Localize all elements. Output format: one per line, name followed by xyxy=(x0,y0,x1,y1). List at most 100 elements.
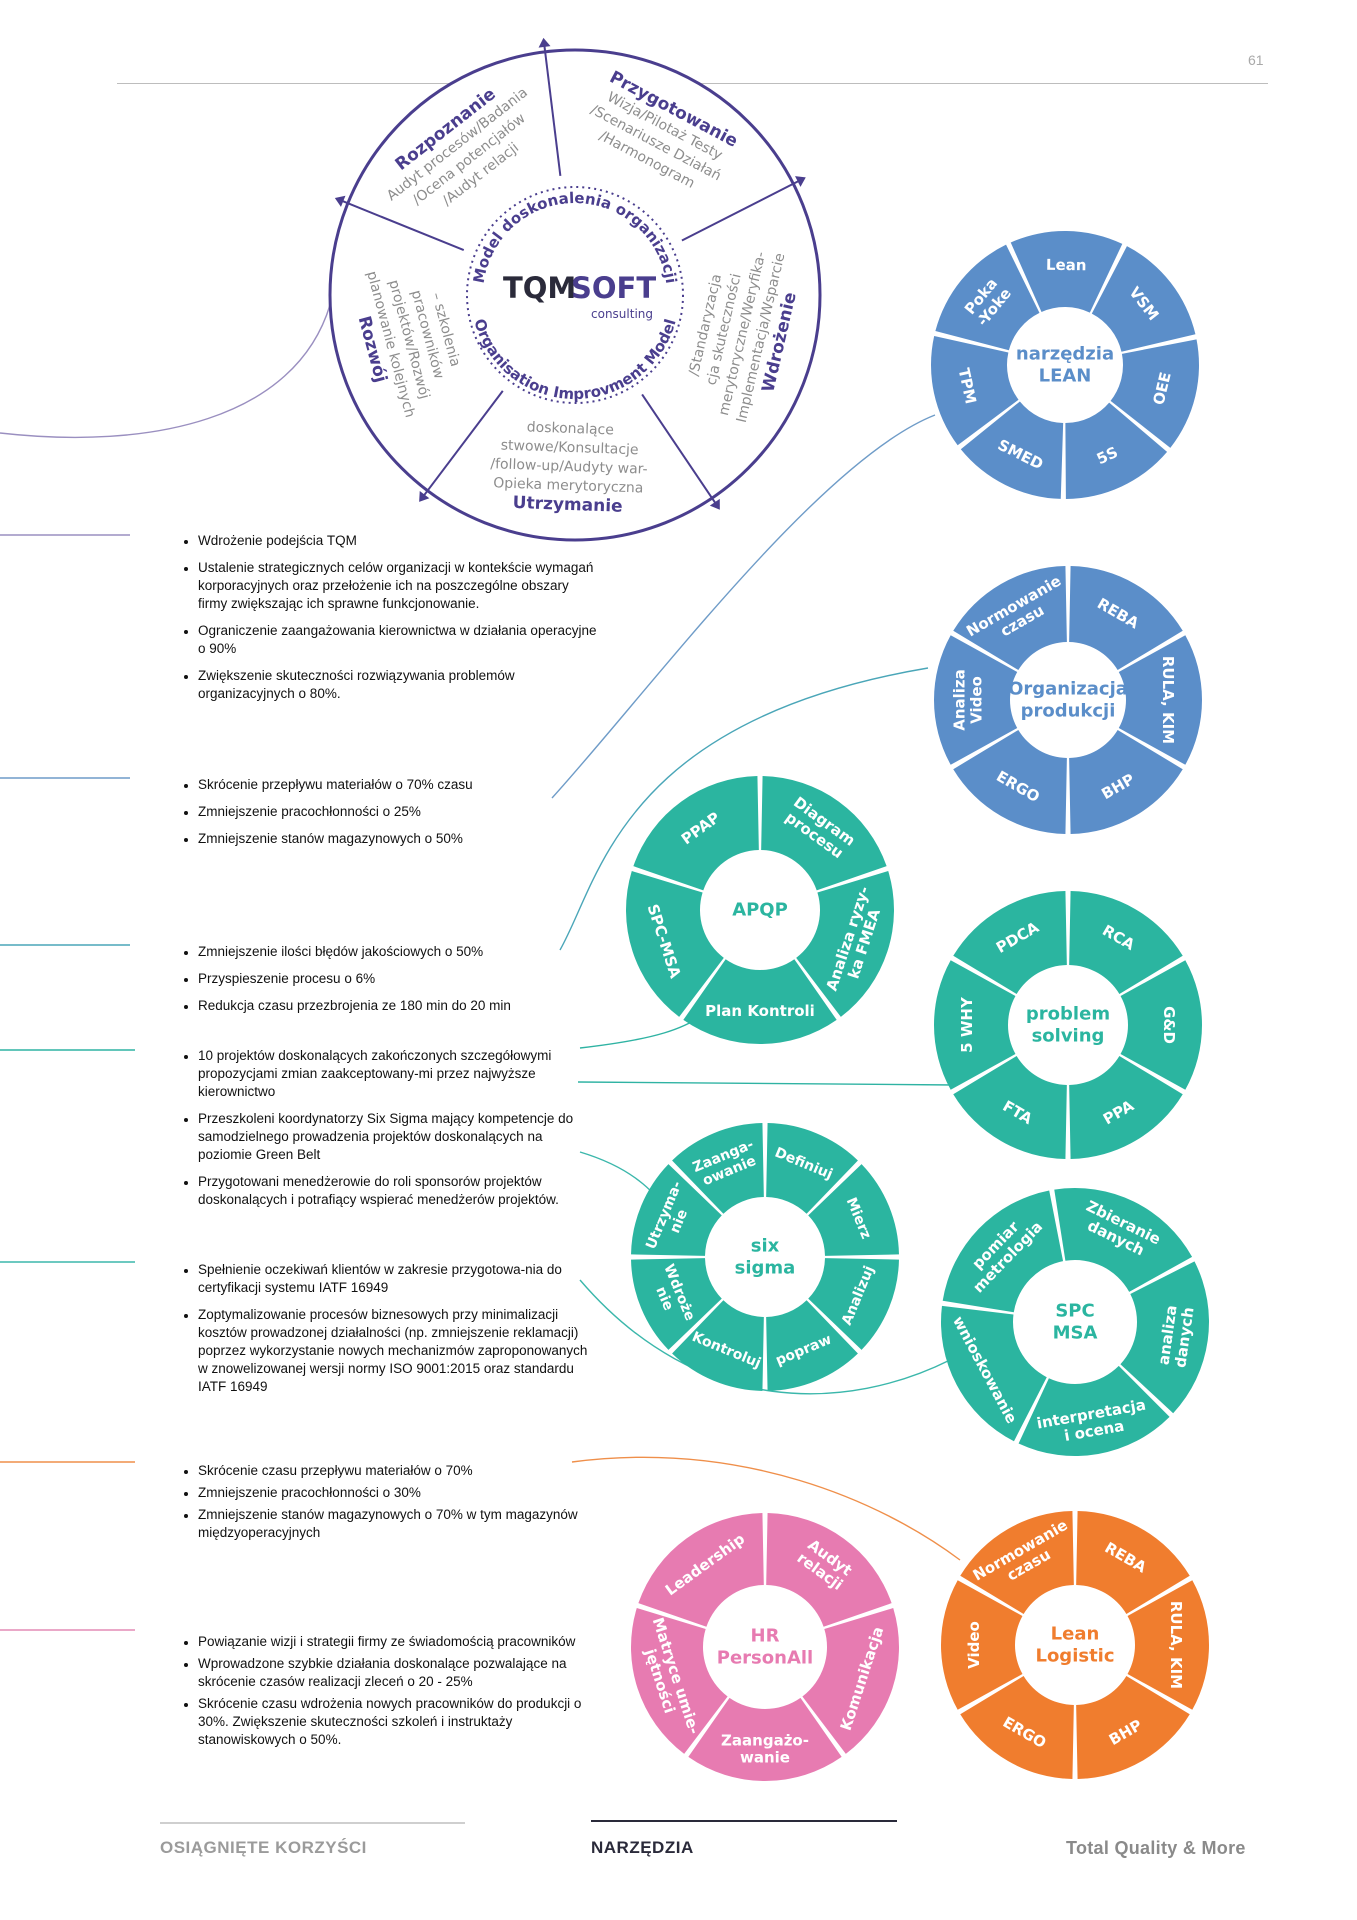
page-number: 61 xyxy=(1248,52,1264,68)
footer-section-tools: NARZĘDZIA xyxy=(591,1838,694,1857)
tqm-phase-detail: doskonalące xyxy=(526,419,614,438)
connector-line-lean xyxy=(551,414,936,799)
benefit-item: Zwiększenie skuteczności rozwiązywania p… xyxy=(198,667,598,703)
wheel-segment xyxy=(934,960,1016,1090)
wheel-segment-label: Lean xyxy=(1046,256,1087,275)
wheel-segment-label: Zaangażo- xyxy=(721,1732,809,1750)
wheel-segment xyxy=(1018,1365,1170,1456)
wheel-segment xyxy=(1065,402,1168,499)
wheel-segment xyxy=(688,1697,842,1782)
wheel-segment xyxy=(960,1675,1074,1779)
tqm-inner-ring xyxy=(466,186,684,404)
wheel-segment xyxy=(631,1608,728,1754)
tqm-arrow-icon xyxy=(419,491,430,502)
wheel-center-title: PersonAll xyxy=(717,1648,813,1669)
wheel-segment xyxy=(1069,729,1183,834)
connector-line-tqm xyxy=(0,304,331,439)
footer-brand: Total Quality & More xyxy=(1066,1838,1246,1858)
connector-line-spc xyxy=(579,1279,951,1395)
wheel-center-title: problem xyxy=(1026,1004,1110,1025)
benefit-item: Zmniejszenie pracochłonności o 30% xyxy=(198,1484,598,1502)
wheel-segment xyxy=(672,1123,764,1214)
wheel-hub xyxy=(1010,967,1126,1083)
wheel-center-title: MSA xyxy=(1053,1323,1098,1344)
wheel-center-title: sigma xyxy=(735,1258,796,1279)
wheel-hub xyxy=(1015,1262,1135,1382)
wheel-lean: LeanVSMOEE5SSMEDTPMPoka-YokenarzędziaLEA… xyxy=(931,230,1199,499)
wheel-center-title: APQP xyxy=(732,900,788,921)
wheel-center-title: six xyxy=(751,1236,780,1257)
wheel-segment xyxy=(631,1258,722,1350)
wheel-center-title: Logistic xyxy=(1035,1646,1114,1667)
wheel-segment xyxy=(1110,339,1199,448)
wheel-segment-label: RULA, KIM xyxy=(1159,656,1177,744)
benefit-item: Przeszkoleni koordynatorzy Six Sigma maj… xyxy=(198,1110,598,1164)
wheel-segment xyxy=(638,1513,764,1627)
wheel-segment xyxy=(953,891,1067,995)
wheel-segment xyxy=(672,1300,764,1391)
wheel-segment xyxy=(931,336,1019,446)
logo-consulting: consulting xyxy=(591,307,653,321)
benefit-item: Ustalenie strategicznych celów organizac… xyxy=(198,559,598,613)
wheel-center-title: produkcji xyxy=(1021,701,1116,722)
wheel-center-title: HR xyxy=(751,1626,780,1647)
tool-wheels: LeanVSMOEE5SSMEDTPMPoka-YokenarzędziaLEA… xyxy=(626,230,1209,1782)
wheel-segment-label: Plan Kontroli xyxy=(705,1002,815,1020)
wheel-spc: Zbieraniedanychanalizadanychinterpretacj… xyxy=(941,1188,1209,1456)
tqm-divider xyxy=(681,179,801,242)
wheel-segment xyxy=(1069,891,1183,995)
footer-section-benefits: OSIĄGNIĘTE KORZYŚCI xyxy=(160,1838,367,1857)
benefit-item: 10 projektów doskonalących zakończonych … xyxy=(198,1047,598,1101)
wheel-segment xyxy=(1076,1511,1190,1615)
wheel-segment xyxy=(766,1123,858,1214)
wheel-segment xyxy=(683,959,837,1044)
wheel-hub xyxy=(705,1587,825,1707)
wheel-center-title: narzędzia xyxy=(1016,344,1114,365)
benefit-item: Przyspieszenie procesu o 6% xyxy=(198,970,598,988)
connector-line-six xyxy=(577,1081,956,1086)
wheel-segment xyxy=(1127,1580,1209,1710)
tqm-phase-detail: /follow-up/Audyty war- xyxy=(490,456,648,477)
wheel-hub xyxy=(702,852,818,968)
benefits-spc-msa: Spełnienie oczekiwań klientów w zakresie… xyxy=(178,1261,598,1405)
wheel-segment-label: G&D xyxy=(1160,1006,1178,1044)
wheel-segment xyxy=(1054,1188,1193,1292)
logo-tqm: TQM xyxy=(503,271,576,305)
benefits-org: Zmniejszenie ilości błędów jakościowych … xyxy=(178,943,598,1024)
wheel-segment xyxy=(941,1305,1047,1442)
benefit-item: Spełnienie oczekiwań klientów w zakresie… xyxy=(198,1261,598,1297)
footer-rule-middle xyxy=(591,1820,897,1822)
wheel-segment xyxy=(953,729,1067,834)
wheel-segment xyxy=(960,1511,1074,1615)
logo-soft: SOFT xyxy=(571,271,656,305)
benefit-item: Skrócenie czasu przepływu materiałów o 7… xyxy=(198,1462,598,1480)
benefit-item: Zmniejszenie ilości błędów jakościowych … xyxy=(198,943,598,961)
wheel-segment xyxy=(802,1608,899,1754)
wheel-center-title: solving xyxy=(1032,1026,1105,1047)
wheel-segment xyxy=(960,401,1064,499)
wheel-segment xyxy=(631,1164,722,1256)
tqm-divider xyxy=(340,199,465,251)
benefit-item: Skrócenie czasu wdrożenia nowych pracown… xyxy=(198,1695,598,1749)
tqm-arrow-icon xyxy=(538,37,551,48)
benefit-item: Wdrożenie podejścia TQM xyxy=(198,532,598,550)
benefits-lean: Skrócenie przepływu materiałów o 70% cza… xyxy=(178,776,598,857)
wheel-center-title: Organizacja xyxy=(1008,679,1128,700)
wheel-segment xyxy=(1120,1261,1209,1414)
wheel-hr: AudytrelacjiKomunikacjaZaangażo-wanieMat… xyxy=(631,1513,899,1782)
wheel-center-title: Lean xyxy=(1051,1624,1100,1645)
wheel-segment xyxy=(934,635,1018,765)
tqm-outer-ring xyxy=(328,48,822,542)
tqm-arrow-icon xyxy=(334,195,346,207)
wheel-segment xyxy=(808,1258,899,1350)
tqm-arrow-icon xyxy=(795,176,806,187)
benefit-item: Zmniejszenie stanów magazynowych o 70% w… xyxy=(198,1506,598,1542)
wheel-segment xyxy=(1120,960,1202,1090)
wheel-segment xyxy=(1091,246,1196,352)
